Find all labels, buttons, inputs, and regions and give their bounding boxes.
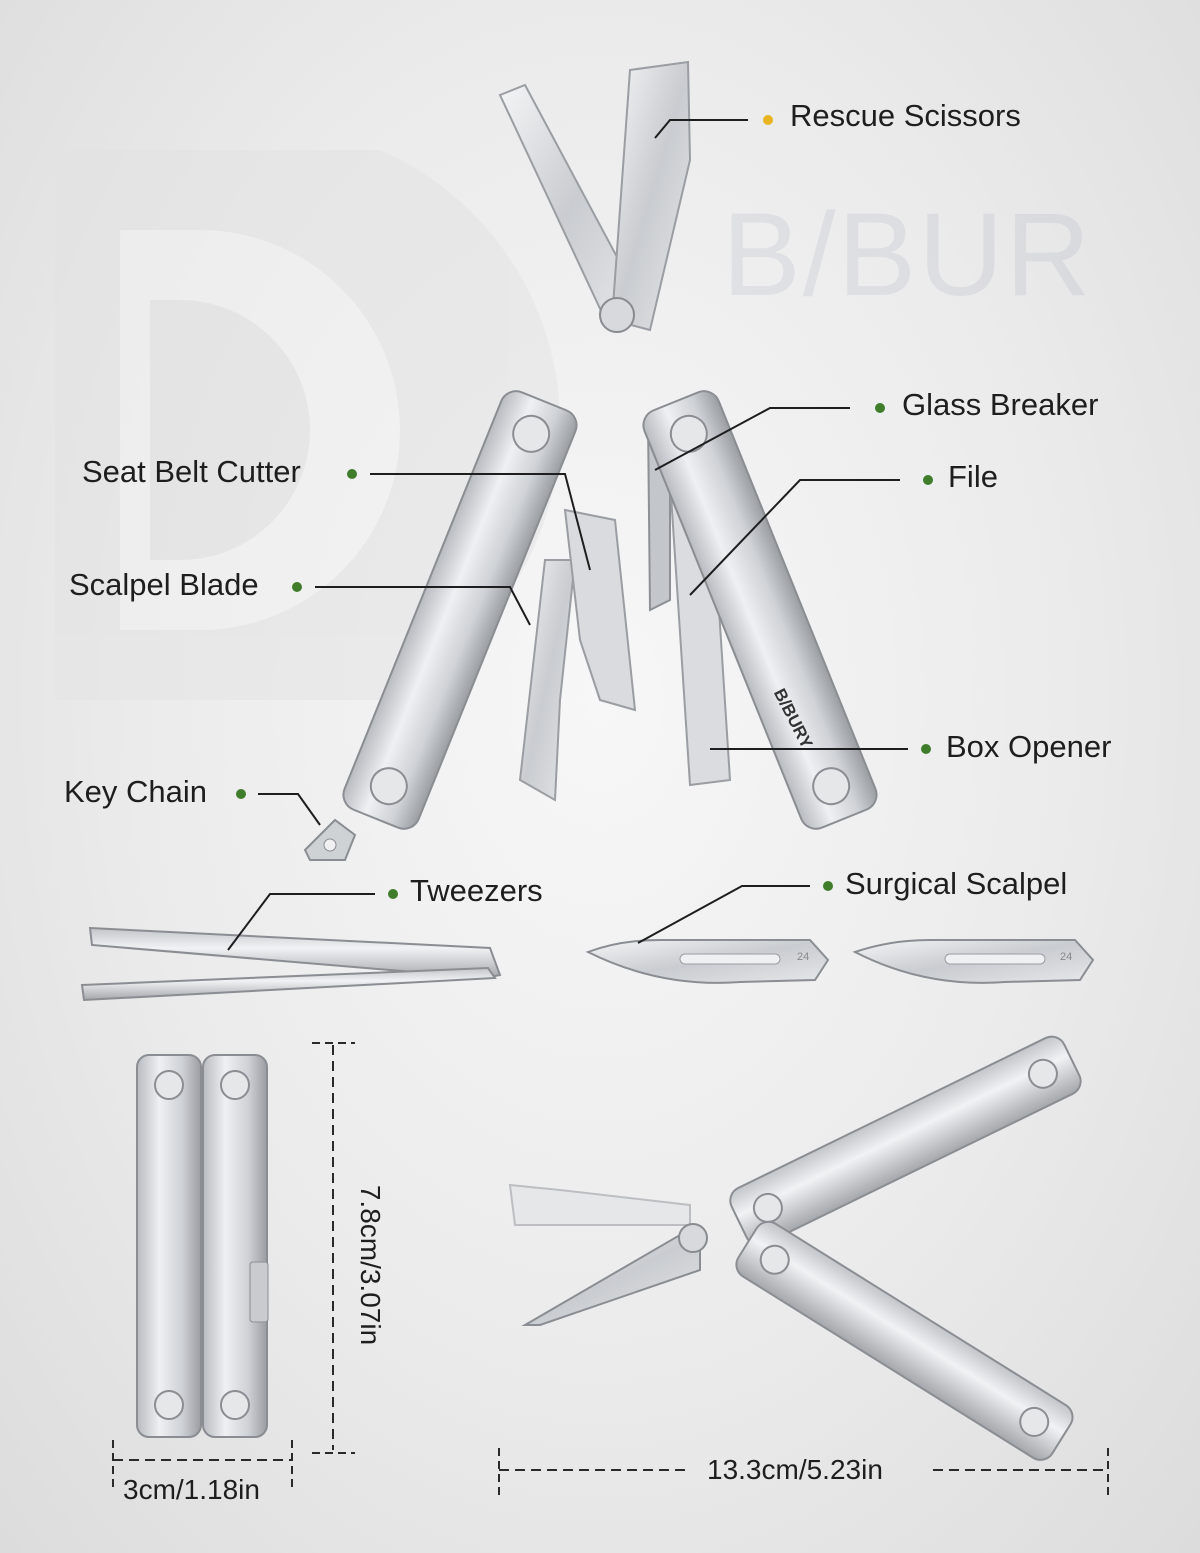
open-multitool-side-view [508, 1035, 1082, 1461]
bullet-surgical-scalpel [823, 881, 833, 891]
bullet-file [923, 475, 933, 485]
open-multitool [303, 60, 878, 861]
dimension-open-length: 13.3cm/5.23in [707, 1454, 883, 1485]
surgical-scalpel-blade-left: 24 [585, 939, 830, 984]
bullet-box-opener [921, 744, 931, 754]
bullet-scalpel-blade [292, 582, 302, 592]
scissor-pivot [599, 297, 635, 333]
surgical-scalpel-blade-right: 24 [852, 939, 1095, 984]
leader-key-chain [258, 793, 321, 826]
scissor-blade-right [610, 60, 692, 332]
leader-seat-belt-cutter [370, 473, 591, 571]
scalpel-blade-tool [518, 559, 577, 802]
watermark-logo [55, 150, 561, 700]
label-glass-breaker: Glass Breaker [902, 387, 1099, 422]
dimension-lines [112, 1042, 1109, 1495]
leader-file [689, 479, 900, 596]
label-tweezers: Tweezers [410, 873, 543, 908]
right-handle [642, 390, 878, 830]
leader-tweezers [227, 893, 375, 951]
leader-scalpel-blade [315, 586, 531, 626]
label-bullets [236, 115, 933, 899]
dimension-folded-width: 3cm/1.18in [123, 1474, 260, 1505]
blade-mark-right: 24 [1060, 951, 1072, 963]
label-file: File [948, 459, 998, 494]
label-rescue-scissors: Rescue Scissors [790, 98, 1021, 133]
tweezers-image [80, 926, 502, 1002]
dimension-folded-height: 7.8cm/3.07in [355, 1184, 386, 1346]
watermark-brand-text: B/BUR [722, 189, 1093, 321]
label-surgical-scalpel: Surgical Scalpel [845, 866, 1068, 901]
bullet-seat-belt-cutter [347, 469, 357, 479]
leader-glass-breaker [654, 407, 850, 471]
left-handle [342, 390, 578, 830]
leader-surgical-scalpel [637, 885, 810, 944]
label-key-chain: Key Chain [64, 774, 208, 809]
label-box-opener: Box Opener [946, 729, 1112, 764]
folded-multitool [136, 1054, 269, 1438]
blade-mark-left: 24 [797, 951, 809, 963]
seat-belt-cutter-tool [563, 508, 637, 712]
label-seat-belt-cutter: Seat Belt Cutter [82, 454, 301, 489]
bullet-tweezers [388, 889, 398, 899]
leader-lines [227, 119, 908, 951]
bullet-key-chain [236, 789, 246, 799]
bullet-rescue-scissors [763, 115, 773, 125]
bullet-glass-breaker [875, 403, 885, 413]
label-scalpel-blade: Scalpel Blade [69, 567, 259, 602]
leader-rescue-scissors [654, 119, 748, 139]
